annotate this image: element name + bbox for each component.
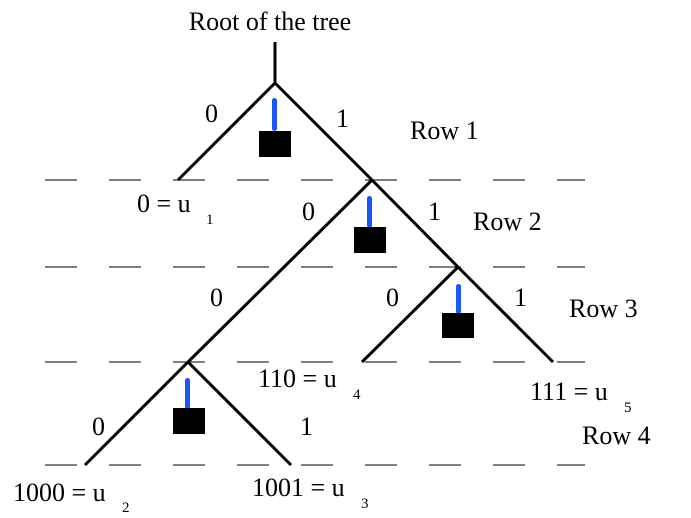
svg-text:5: 5 [624,400,632,416]
row-label: Row 4 [582,421,651,450]
candle-marker-icon [259,98,291,157]
edge-root-1 [273,81,374,182]
edge-1-0 [186,178,374,364]
row-separators [45,179,585,466]
edge-100-0 [83,360,190,467]
candle-marker-icon [354,196,386,253]
tree-edges [83,42,555,467]
edge-label: 0 [205,99,218,128]
leaf-label-u3: 1001 = u 3 [252,473,369,512]
candle-marker-icon [442,284,474,338]
edge-labels: 0 1 0 1 0 0 1 0 1 [92,99,527,441]
edge-label: 1 [336,104,349,133]
svg-text:1: 1 [206,212,214,228]
edge-100-1 [186,360,293,467]
root-label: Root of the tree [189,7,351,36]
row-label: Row 2 [473,207,542,236]
edge-label: 0 [92,412,105,441]
edge-root-0 [176,81,277,182]
svg-text:0 = u: 0 = u [137,189,191,218]
edge-11-1 [456,265,555,364]
leaf-label-u1: 0 = u 1 [137,189,214,228]
leaf-label-u2: 1000 = u 2 [13,478,130,516]
svg-text:4: 4 [353,387,361,403]
candle-marker-icon [173,378,205,434]
edge-label: 0 [386,283,399,312]
edge-label: 0 [302,197,315,226]
svg-text:2: 2 [122,500,130,516]
svg-text:3: 3 [361,496,369,512]
svg-text:110 = u: 110 = u [258,364,337,393]
row-label: Row 1 [410,116,479,145]
svg-text:1000 = u: 1000 = u [13,478,106,507]
edge-11-0 [360,265,460,364]
edge-label: 0 [210,283,223,312]
edge-1-1 [370,178,460,269]
leaf-labels: 0 = u 1 1000 = u 2 1001 = u 3 110 = u 4 … [13,189,632,516]
row-labels: Row 1 Row 2 Row 3 Row 4 [410,116,651,450]
edge-label: 1 [428,197,441,226]
node-markers [173,98,474,434]
edge-label: 1 [514,283,527,312]
svg-text:111 = u: 111 = u [530,377,608,406]
edge-label: 1 [300,412,313,441]
row-label: Row 3 [569,294,638,323]
svg-text:1001 = u: 1001 = u [252,473,345,502]
leaf-label-u5: 111 = u 5 [530,377,632,416]
leaf-label-u4: 110 = u 4 [258,364,361,403]
